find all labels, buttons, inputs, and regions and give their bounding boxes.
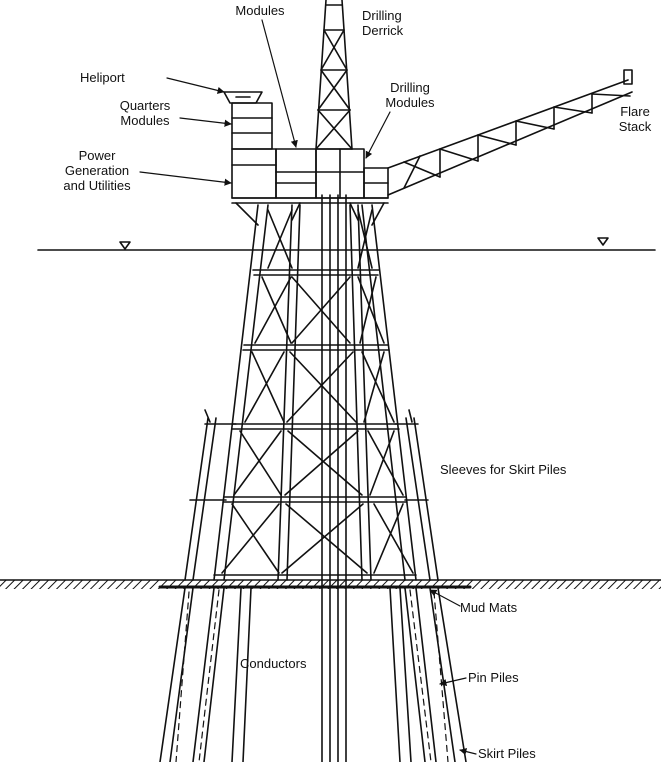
topside-modules: [231, 102, 389, 199]
label-leaders: [139, 19, 477, 756]
quarters-modules-label: Quarters Modules: [119, 98, 171, 128]
power-generation-label: Power Generation and Utilities: [63, 148, 131, 193]
drilling-derrick: [315, 0, 353, 150]
jacket-x-bracing: [221, 209, 414, 574]
heliport: [223, 91, 263, 104]
modules-label: Modules: [235, 3, 285, 18]
mud-mats-label: Mud Mats: [460, 600, 518, 615]
jacket-horizontal-frames: [213, 269, 417, 576]
flare-boom: [387, 69, 633, 196]
jacket-legs: [213, 204, 417, 581]
conductors: [321, 194, 347, 762]
drilling-modules-label: Drilling Modules: [385, 80, 435, 110]
sleeves-for-skirt-piles-label: Sleeves for Skirt Piles: [440, 462, 567, 477]
flare-stack-label: Flare Stack: [618, 104, 652, 134]
pin-piles-label: Pin Piles: [468, 670, 519, 685]
conductors-label: Conductors: [240, 656, 307, 671]
drilling-derrick-label: Drilling Derrick: [362, 8, 404, 38]
pin-piles: [192, 587, 437, 762]
skirt-piles: [159, 587, 467, 762]
skirt-pile-sleeves: [184, 409, 439, 581]
heliport-label: Heliport: [80, 70, 125, 85]
skirt-piles-label: Skirt Piles: [478, 746, 536, 761]
